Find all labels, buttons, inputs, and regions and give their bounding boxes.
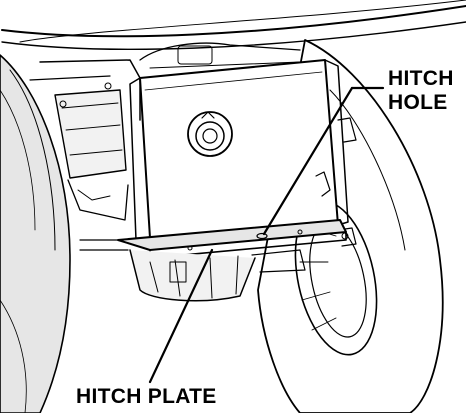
hitch-hole-label-line1: HITCH: [388, 67, 454, 90]
leader-lines: [148, 86, 385, 384]
hitch-plate-label: HITCH PLATE: [76, 385, 217, 408]
left-tire: [0, 54, 71, 413]
undercarriage: [79, 239, 306, 302]
hitch-hole-label: HITCH HOLE: [388, 67, 454, 115]
fender-panel: [1, 0, 466, 51]
hitch-hole-label-line2: HOLE: [388, 91, 448, 114]
chassis-frame: [29, 42, 301, 221]
